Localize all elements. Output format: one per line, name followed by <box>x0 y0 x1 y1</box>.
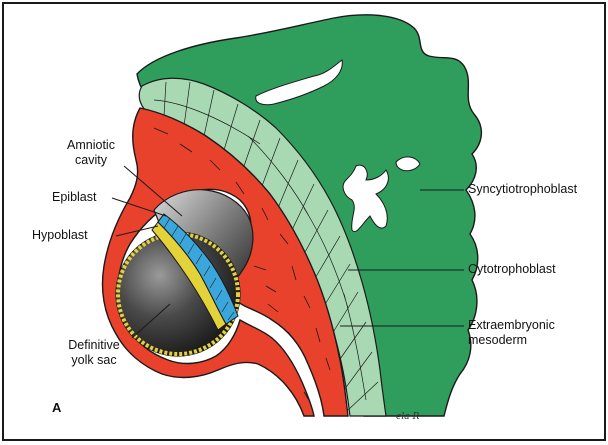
artist-signature: ela-R <box>396 412 420 422</box>
panel-letter: A <box>52 400 62 415</box>
label-syncytiotrophoblast: Syncytiotrophoblast <box>468 182 578 196</box>
label-cytotrophoblast: Cytotrophoblast <box>468 262 556 276</box>
mesoderm-cells <box>153 127 331 403</box>
label-hypoblast: Hypoblast <box>32 228 88 242</box>
lacuna <box>255 59 343 106</box>
label-amniotic-cavity: Amniotic cavity <box>67 138 115 167</box>
label-extraembryonic-mesoderm: Extraembryonic mesoderm <box>468 318 555 347</box>
label-definitive-yolk-sac: Definitive yolk sac <box>68 338 120 367</box>
label-epiblast: Epiblast <box>52 190 97 204</box>
embryo-illustration <box>101 14 482 417</box>
epiblast-cells <box>163 217 235 321</box>
leader-lines <box>111 165 464 339</box>
lacuna <box>395 156 421 172</box>
cytotrophoblast-cells <box>153 81 379 411</box>
lacuna <box>342 164 389 232</box>
